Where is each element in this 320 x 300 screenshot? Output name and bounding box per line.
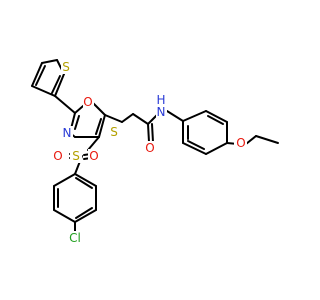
sulfonyl-sulfur-label: S — [72, 149, 80, 163]
bond — [207, 115, 224, 125]
bond — [35, 65, 46, 86]
sulfonyl-oxygen-right-label: O — [89, 149, 98, 163]
bond — [54, 95, 76, 114]
oxazole-nitrogen-label: N — [63, 126, 72, 140]
bond — [95, 118, 102, 135]
thioether-sulfur-label: S — [110, 125, 118, 139]
bond — [205, 142, 228, 155]
sulfonyl-oxygen-left-label: O — [53, 149, 62, 163]
bond — [74, 173, 97, 187]
carbonyl-oxygen-label: O — [145, 141, 154, 155]
bond — [51, 75, 61, 94]
bond — [182, 110, 207, 122]
bond — [41, 59, 58, 64]
bond — [147, 123, 150, 143]
bond — [31, 62, 43, 87]
oxazole-oxygen-label: O — [83, 95, 92, 109]
bond — [151, 123, 154, 143]
bond — [104, 114, 123, 123]
bond — [75, 207, 93, 219]
bond — [53, 173, 76, 187]
bond — [87, 136, 100, 151]
molecule-structure: S O N S O H N O S O O Cl — [31, 59, 279, 245]
bond — [182, 142, 207, 155]
chlorine-label: Cl — [69, 231, 81, 245]
bond — [132, 113, 149, 125]
bond — [74, 209, 97, 223]
amide-nitrogen-label: N — [157, 105, 166, 119]
bond — [54, 73, 65, 97]
atom-labels: S O N S O H N O S O O Cl — [52, 60, 247, 245]
ether-oxygen-label: O — [236, 136, 245, 150]
bond — [255, 135, 279, 144]
bond — [245, 135, 257, 145]
amide-hydrogen-label: H — [156, 93, 165, 107]
bond — [53, 209, 76, 223]
thiophene-sulfur-label: S — [62, 60, 70, 74]
bond — [74, 115, 80, 130]
bond — [187, 140, 205, 150]
bond — [205, 110, 228, 123]
bond — [121, 113, 134, 123]
bond — [31, 85, 56, 97]
bond — [98, 114, 106, 138]
bond — [75, 177, 93, 189]
bond — [166, 110, 184, 122]
